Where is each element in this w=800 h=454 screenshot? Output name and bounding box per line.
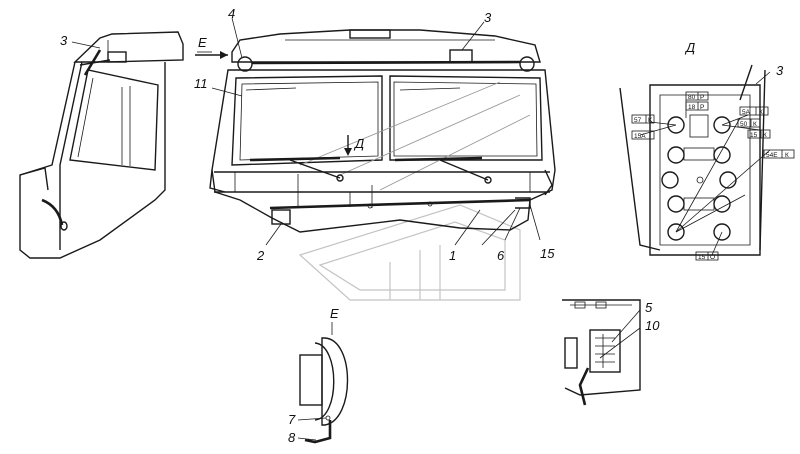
view-e-arrow: E	[195, 35, 228, 59]
callout-1: 1	[449, 248, 456, 263]
terminal-tag-80p: 80 Р	[685, 91, 709, 101]
svg-text:15: 15	[750, 132, 758, 139]
callout-3-side: 3	[60, 33, 68, 48]
terminal-tag-50k: 50 К	[737, 118, 761, 128]
relay-socket-group	[661, 114, 737, 241]
switch-panel-detail: 5 10	[562, 299, 660, 406]
callout-7: 7	[288, 412, 296, 427]
terminal-tag-5ak: 5А К	[739, 106, 769, 116]
callout-6: 6	[497, 248, 505, 263]
svg-text:57: 57	[634, 117, 642, 124]
svg-text:Р: Р	[700, 94, 704, 101]
callout-3-front: 3	[484, 10, 492, 25]
view-d-panel: Д	[619, 40, 795, 261]
callout-8: 8	[288, 430, 296, 445]
view-d-arrow: Д	[344, 135, 364, 156]
svg-text:18: 18	[688, 104, 696, 111]
terminal-tag-15k: 15 К	[747, 129, 771, 139]
svg-text:15А: 15А	[634, 133, 646, 140]
terminal-tag-18p: 18 Р	[685, 101, 709, 111]
terminal-tag-54ek: 54Е К	[763, 149, 795, 159]
callout-5: 5	[645, 300, 653, 315]
cab-side-view	[19, 31, 184, 259]
front-leaders	[71, 17, 485, 246]
terminal-tag-57k: 57 K	[631, 114, 655, 124]
callout-3-panel: 3	[776, 63, 784, 78]
svg-text:15: 15	[698, 254, 706, 261]
callout-10: 10	[645, 318, 660, 333]
view-d-arrow-label: Д	[353, 136, 364, 151]
watermark-logo	[298, 204, 521, 301]
callout-15: 15	[540, 246, 555, 261]
callout-2: 2	[256, 248, 265, 263]
svg-text:К: К	[785, 152, 789, 159]
svg-text:K: K	[648, 117, 653, 124]
cab-front-view	[209, 29, 556, 246]
svg-text:К: К	[763, 132, 767, 139]
svg-text:54Е: 54Е	[766, 152, 778, 159]
svg-text:5А: 5А	[742, 109, 751, 116]
svg-text:К: К	[753, 121, 757, 128]
view-d-title: Д	[684, 40, 695, 55]
svg-text:Р: Р	[700, 104, 704, 111]
callout-11: 11	[194, 76, 208, 91]
svg-text:О: О	[710, 254, 715, 261]
svg-text:К: К	[759, 109, 763, 116]
view-e-label: E	[198, 35, 207, 50]
terminal-tag-15o: 15 О	[695, 251, 719, 261]
view-e-title: E	[330, 306, 339, 321]
terminal-tag-15a: 15А	[631, 130, 655, 140]
svg-text:80: 80	[688, 94, 696, 101]
callout-4: 4	[228, 6, 235, 21]
svg-text:50: 50	[740, 121, 748, 128]
view-e-lamp: E 7 8	[288, 306, 349, 445]
